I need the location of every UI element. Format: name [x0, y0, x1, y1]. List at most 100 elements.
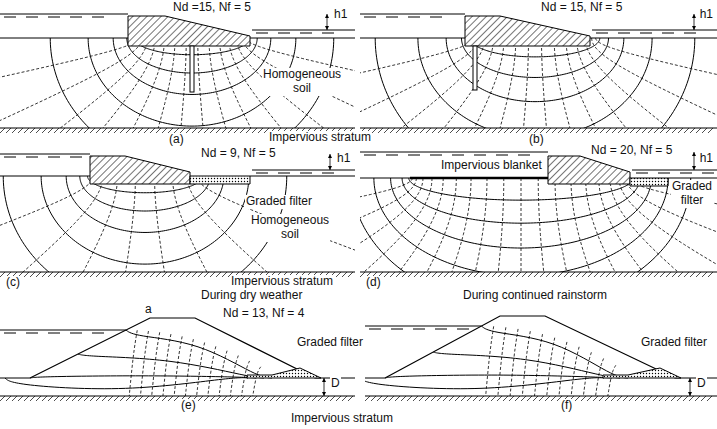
- diagram-label: Nd = 13, Nf = 4: [222, 307, 305, 321]
- stratum-hatch: [594, 272, 599, 277]
- stratum-hatch: [456, 128, 461, 133]
- equipotential-line: [219, 351, 227, 396]
- stratum-hatch: [629, 396, 634, 401]
- water-mark: [457, 329, 469, 330]
- stratum-hatch: [449, 396, 454, 401]
- equipotential-line: [360, 178, 471, 272]
- stratum-hatch: [390, 128, 395, 133]
- diagram-label: h1: [333, 8, 348, 22]
- stratum-hatch: [450, 272, 455, 277]
- stratum-hatch: [126, 272, 131, 277]
- equipotential-line: [608, 365, 616, 396]
- stratum-hatch: [258, 396, 263, 401]
- impervious-stratum: [0, 395, 355, 396]
- stratum-hatch: [491, 396, 496, 401]
- stratum-hatch: [528, 272, 533, 277]
- equipotential-line: [360, 178, 416, 272]
- equipotential-line: [360, 38, 504, 128]
- stratum-hatch: [618, 128, 623, 133]
- flow-line: [360, 178, 691, 272]
- stratum-hatch: [246, 396, 251, 401]
- stratum-hatch: [527, 396, 532, 401]
- stratum-hatch: [306, 396, 311, 401]
- equipotential-line: [360, 178, 412, 272]
- stratum-hatch: [174, 396, 179, 401]
- stratum-hatch: [611, 396, 616, 401]
- diagram-label: D: [330, 377, 341, 391]
- stratum-hatch: [570, 128, 575, 133]
- water-mark: [70, 17, 82, 18]
- stratum-hatch: [479, 396, 484, 401]
- diagram-label: Nd = 20, Nf = 5: [590, 144, 673, 158]
- stratum-hatch: [378, 128, 383, 133]
- stratum-hatch: [443, 396, 448, 401]
- stratum-hatch: [30, 272, 35, 277]
- stratum-hatch: [624, 128, 629, 133]
- stratum-hatch: [42, 396, 47, 401]
- water-mark: [386, 17, 398, 18]
- stratum-hatch: [174, 272, 179, 277]
- graded-filter: [603, 368, 681, 378]
- stratum-hatch: [666, 272, 671, 277]
- stratum-hatch: [660, 272, 665, 277]
- stratum-hatch: [558, 272, 563, 277]
- equipotential-line: [521, 178, 522, 272]
- water-mark: [256, 33, 268, 34]
- equipotential-line: [583, 352, 591, 396]
- diagram-label: Impervious blanket: [440, 159, 543, 173]
- stratum-hatch: [695, 396, 700, 401]
- equipotential-line: [360, 178, 432, 272]
- stratum-hatch: [282, 396, 287, 401]
- stratum-hatch: [497, 396, 502, 401]
- stratum-hatch: [540, 272, 545, 277]
- equipotential-line: [541, 38, 600, 128]
- water-mark: [4, 157, 16, 158]
- stratum-hatch: [570, 272, 575, 277]
- water-mark: [26, 333, 38, 334]
- stratum-hatch: [162, 272, 167, 277]
- equipotential-line: [236, 38, 355, 128]
- equipotential-line: [360, 38, 494, 128]
- stratum-hatch: [678, 128, 683, 133]
- stratum-hatch: [498, 272, 503, 277]
- diagram-label: D: [696, 377, 707, 391]
- flow-line: [78, 354, 264, 378]
- graded-filter: [247, 368, 321, 378]
- stratum-hatch: [42, 272, 47, 277]
- stratum-hatch: [294, 396, 299, 401]
- stratum-hatch: [210, 272, 215, 277]
- equipotential-line: [0, 38, 138, 128]
- stratum-hatch: [539, 396, 544, 401]
- equipotential-line: [360, 38, 478, 128]
- stratum-hatch: [258, 128, 263, 133]
- stratum-hatch: [684, 128, 689, 133]
- ground-line: [590, 38, 717, 39]
- stratum-hatch: [653, 396, 658, 401]
- flow-line: [30, 376, 256, 378]
- stratum-hatch: [671, 396, 676, 401]
- stratum-hatch: [498, 128, 503, 133]
- stratum-hatch: [66, 272, 71, 277]
- stratum-hatch: [210, 128, 215, 133]
- stratum-hatch: [641, 396, 646, 401]
- diagram-label: (f): [560, 399, 573, 413]
- stratum-hatch: [678, 272, 683, 277]
- ground-line: [0, 38, 128, 39]
- stratum-hatch: [582, 272, 587, 277]
- stratum-hatch: [54, 396, 59, 401]
- impervious-stratum: [0, 271, 355, 272]
- stratum-hatch: [192, 272, 197, 277]
- stratum-hatch: [0, 128, 5, 133]
- stratum-hatch: [120, 396, 125, 401]
- stratum-hatch: [90, 272, 95, 277]
- stratum-hatch: [701, 396, 706, 401]
- water-mark: [4, 17, 16, 18]
- equipotential-line: [626, 178, 717, 272]
- stratum-hatch: [455, 396, 460, 401]
- water-mark: [70, 333, 82, 334]
- stratum-hatch: [522, 128, 527, 133]
- stratum-hatch: [689, 396, 694, 401]
- water-mark: [413, 329, 425, 330]
- stratum-hatch: [474, 272, 479, 277]
- stratum-hatch: [6, 396, 11, 401]
